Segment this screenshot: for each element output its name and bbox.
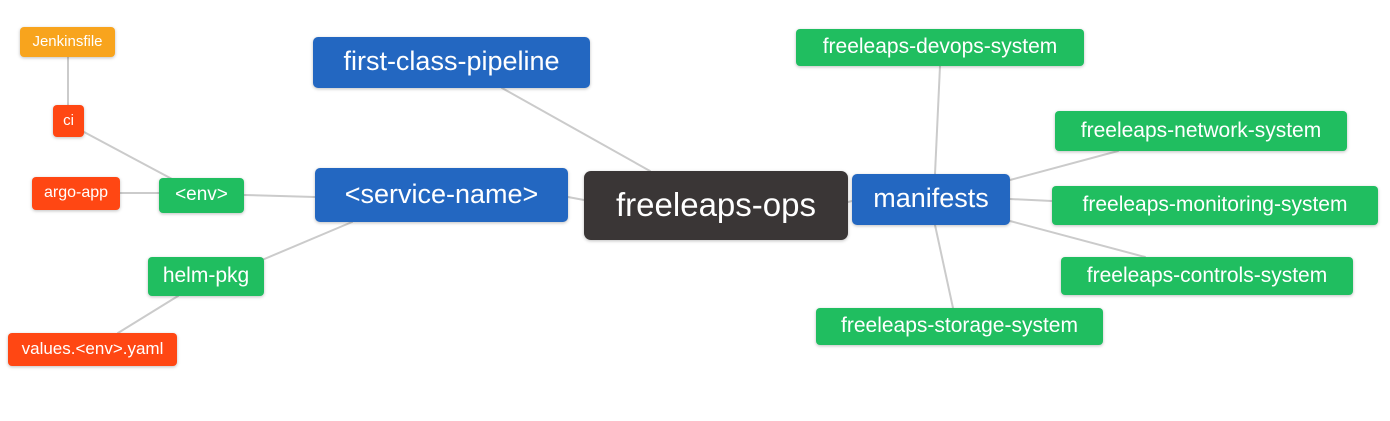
mindmap-node-values-env-yaml[interactable]: values.<env>.yaml [8, 333, 177, 366]
mindmap-node-argo-app[interactable]: argo-app [32, 177, 120, 210]
mindmap-node-env[interactable]: <env> [159, 178, 244, 213]
mindmap-node-freeleaps-controls-system[interactable]: freeleaps-controls-system [1061, 257, 1353, 295]
mindmap-node-manifests[interactable]: manifests [852, 174, 1010, 225]
mindmap-node-first-class-pipeline[interactable]: first-class-pipeline [313, 37, 590, 88]
edge-manifests-to-freeleaps-monitoring-system [1009, 198, 1053, 202]
mindmap-node-service-name[interactable]: <service-name> [315, 168, 568, 222]
mindmap-node-freeleaps-network-system[interactable]: freeleaps-network-system [1055, 111, 1347, 151]
edge-helm-pkg-to-values-env-yaml [117, 295, 179, 334]
mindmap-node-freeleaps-monitoring-system[interactable]: freeleaps-monitoring-system [1052, 186, 1378, 225]
mindmap-node-jenkinsfile[interactable]: Jenkinsfile [20, 27, 115, 57]
edge-manifests-to-freeleaps-devops-system [934, 65, 941, 175]
mindmap-node-helm-pkg[interactable]: helm-pkg [148, 257, 264, 296]
edge-env-to-service-name [243, 194, 316, 198]
mindmap-node-freeleaps-storage-system[interactable]: freeleaps-storage-system [816, 308, 1103, 345]
edge-service-name-to-freeleaps-ops [567, 196, 585, 201]
edge-service-name-to-helm-pkg [261, 221, 353, 261]
edge-manifests-to-freeleaps-controls-system [1009, 220, 1146, 258]
edge-manifests-to-freeleaps-network-system [1009, 150, 1119, 181]
mindmap-node-freeleaps-devops-system[interactable]: freeleaps-devops-system [796, 29, 1084, 66]
edge-ci-to-env [83, 131, 173, 180]
edge-manifests-to-freeleaps-storage-system [934, 224, 954, 309]
mindmap-node-ci[interactable]: ci [53, 105, 84, 137]
edge-first-class-pipeline-to-freeleaps-ops [501, 87, 651, 172]
mindmap-node-freeleaps-ops[interactable]: freeleaps-ops [584, 171, 848, 240]
